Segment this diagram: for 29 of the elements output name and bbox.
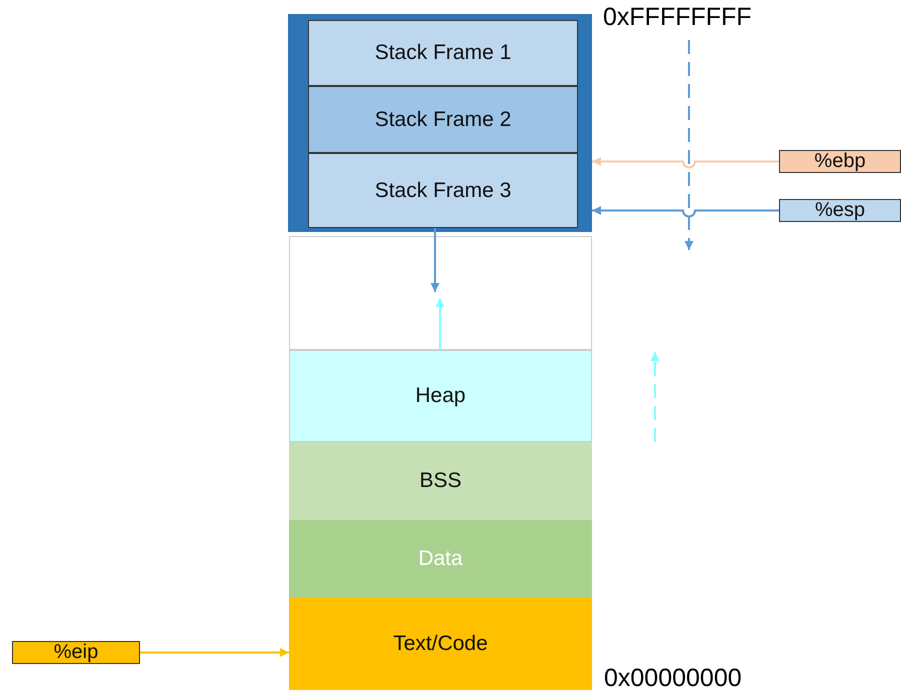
heap-segment: [289, 350, 592, 442]
bss-segment: [289, 442, 592, 520]
stack-frame-box: [308, 20, 578, 86]
stack-region: [288, 14, 592, 232]
register-name: %eip: [54, 641, 98, 664]
arrow: [436, 298, 444, 350]
segment-label: Data: [418, 546, 463, 570]
register-name: %esp: [814, 199, 866, 222]
segment-label: Stack Frame 2: [374, 108, 512, 132]
segment-label: BSS: [419, 469, 462, 493]
text-segment: [289, 597, 592, 690]
segment-label: Text/Code: [393, 632, 488, 656]
segment-label: Stack Frame 1: [374, 41, 512, 65]
data-segment: [289, 520, 592, 597]
register-box: [779, 199, 901, 222]
address-label: 0x00000000: [604, 664, 742, 693]
free-memory-region: [289, 236, 592, 350]
register-name: %ebp: [814, 150, 866, 173]
segment-label: Stack Frame 3: [374, 178, 512, 202]
stack-frame-box: [308, 86, 578, 153]
segment-label: Heap: [415, 384, 466, 408]
address-label: 0xFFFFFFFF: [603, 3, 752, 32]
stack-frame-box: [308, 153, 578, 228]
arrow: [592, 206, 779, 218]
register-box: [12, 641, 140, 664]
register-box: [779, 150, 901, 173]
arrow: [592, 157, 779, 168]
arrow: [430, 228, 440, 292]
arrow: [140, 648, 289, 657]
